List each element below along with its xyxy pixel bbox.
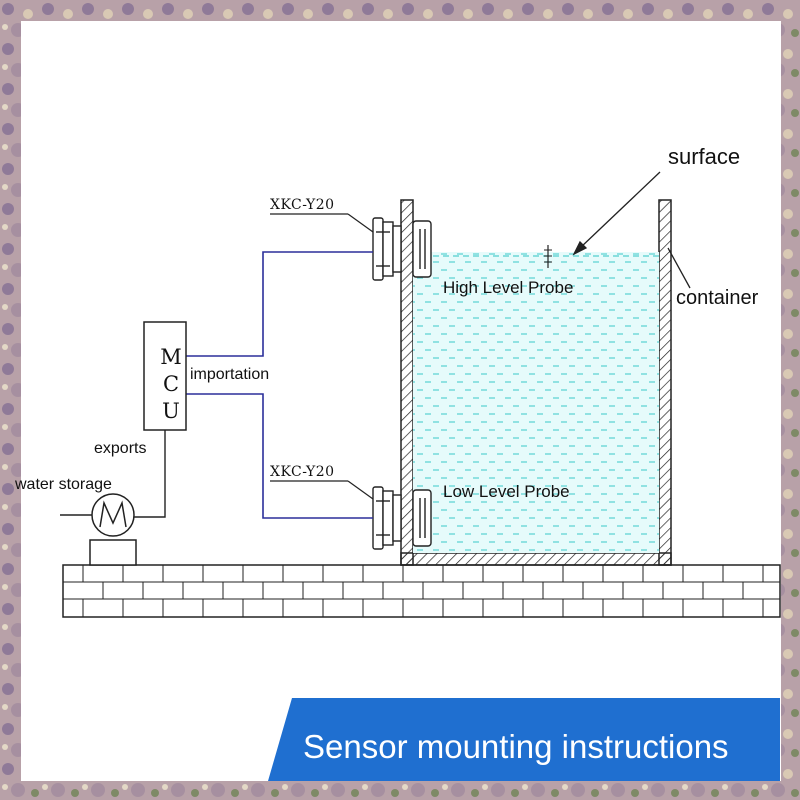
probe-bottom-id: XKC-Y20 [270,464,335,480]
surface-leader [572,171,661,256]
banner-title: Sensor mounting instructions [303,728,729,765]
surface-marker-icon [544,245,552,268]
mcu-label: MCU [159,345,183,426]
surface-label: surface [668,144,741,169]
container-leader [667,247,691,289]
exports-label: exports [94,440,147,457]
water-storage-label: water storage [15,476,112,493]
wiring [186,251,373,519]
title-banner [268,698,780,781]
probe-id-leaders [270,213,374,500]
container-label: container [676,287,759,309]
water-body [413,252,659,553]
probe-top-id: XKC-Y20 [270,197,335,213]
high-probe-label: High Level Probe [443,278,574,297]
brick-ground [62,564,781,618]
importation-label: importation [190,366,270,383]
sensor-icon [372,217,432,281]
export-line [134,430,166,518]
mcu-box [143,321,187,431]
pump-icon [60,493,137,566]
low-probe-label: Low Level Probe [443,482,570,501]
sensor-icon [372,486,432,550]
